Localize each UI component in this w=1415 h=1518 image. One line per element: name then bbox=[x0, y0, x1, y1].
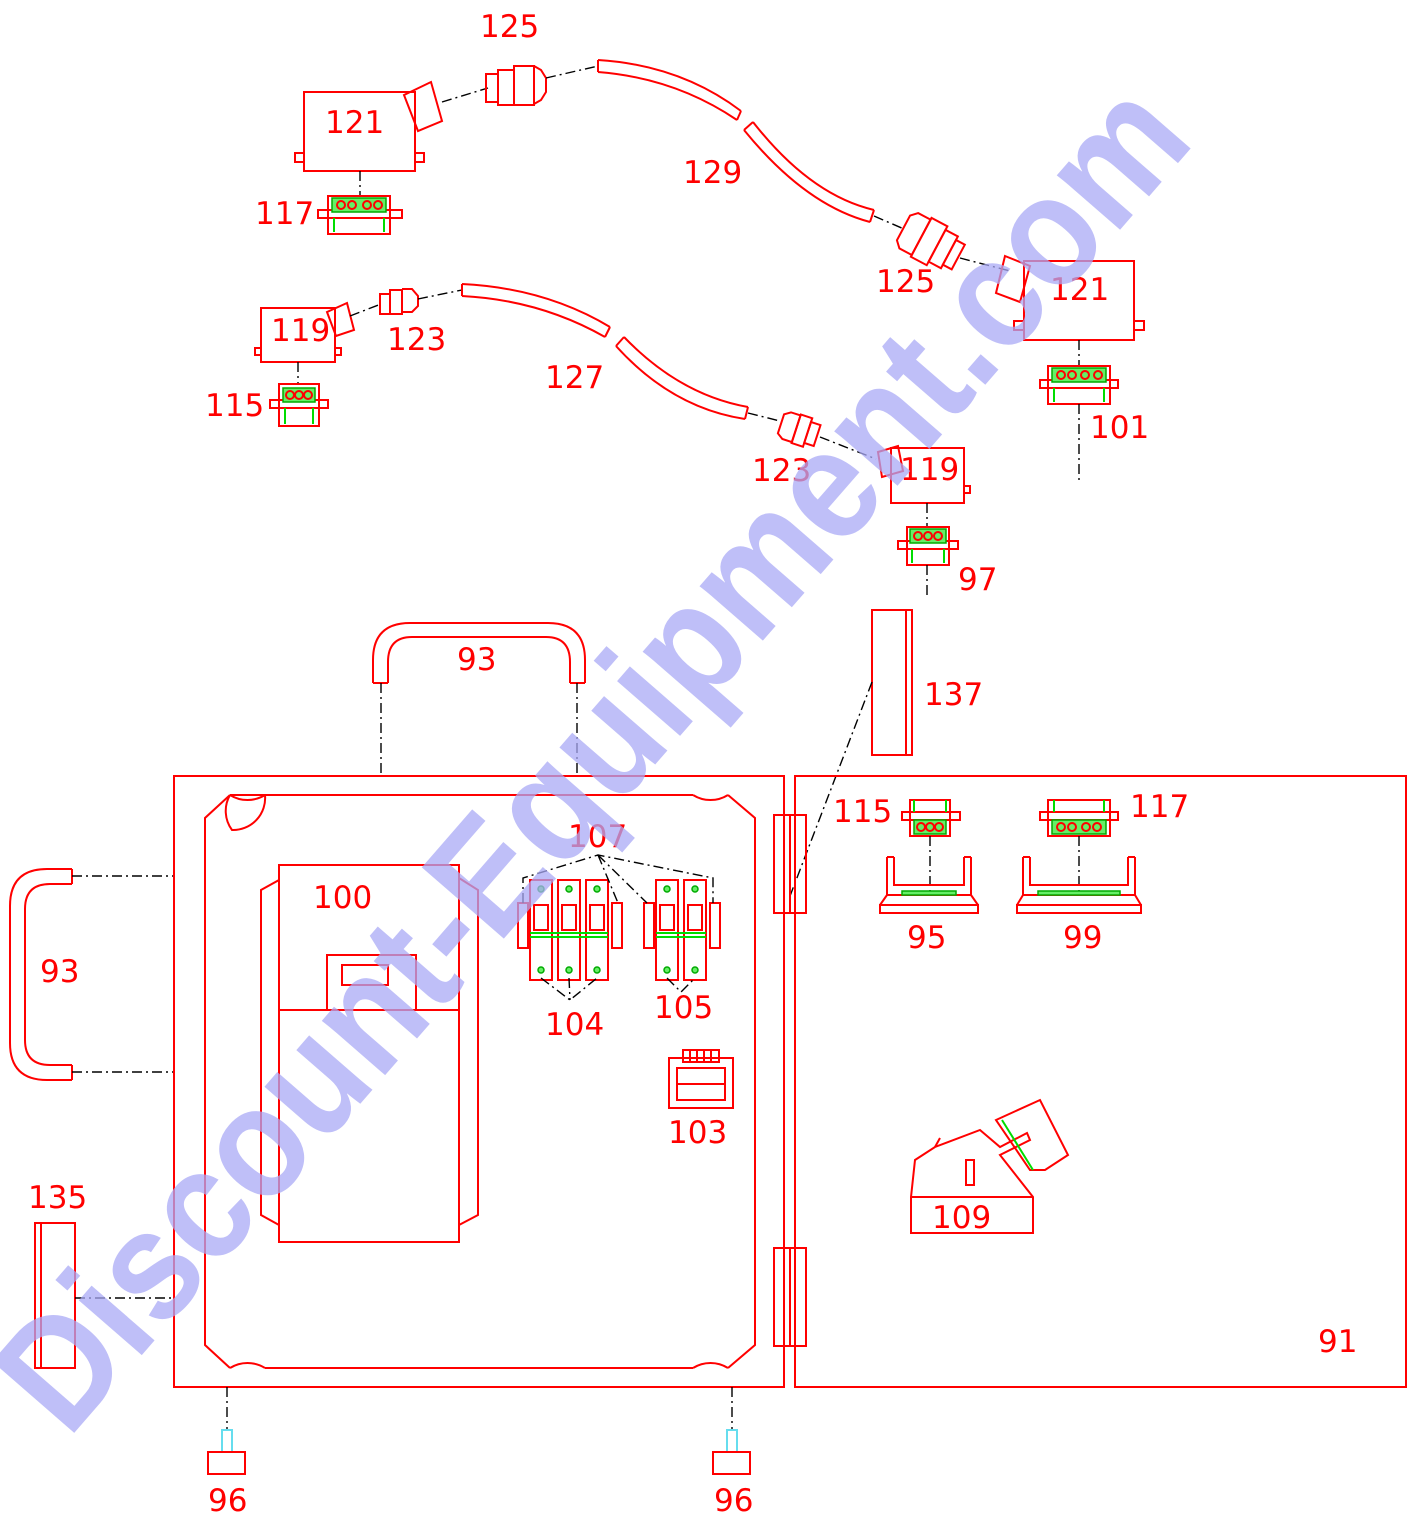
label-101: 101 bbox=[1090, 410, 1149, 446]
watermark: Discount-Equipment.com bbox=[0, 49, 1222, 1463]
label-91: 91 bbox=[1318, 1324, 1357, 1360]
label-105: 105 bbox=[654, 990, 713, 1026]
connector-insert-115-door bbox=[901, 799, 961, 837]
circuit-breakers-104 bbox=[517, 879, 623, 981]
label-119-left: 119 bbox=[271, 313, 330, 349]
leader-123-to-cable bbox=[417, 289, 463, 300]
hinge-upper bbox=[773, 814, 807, 914]
transformer-103 bbox=[668, 1049, 734, 1109]
label-117-door: 117 bbox=[1130, 789, 1189, 825]
circuit-breakers-105 bbox=[643, 879, 721, 981]
leader-cable-to-123b bbox=[747, 412, 781, 422]
connector-insert-117 bbox=[317, 195, 403, 235]
label-97: 97 bbox=[958, 562, 997, 598]
label-119-right: 119 bbox=[900, 452, 959, 488]
hinge-lower bbox=[773, 1247, 807, 1347]
label-127: 127 bbox=[545, 360, 604, 396]
connector-insert-101 bbox=[1039, 365, 1119, 405]
connector-base-99 bbox=[1016, 856, 1142, 914]
cable-gland-123-upper bbox=[379, 288, 419, 315]
leader-104 bbox=[540, 977, 598, 1001]
cable-127 bbox=[461, 283, 749, 420]
label-115-door: 115 bbox=[833, 794, 892, 830]
label-104: 104 bbox=[545, 1007, 604, 1043]
label-125-upper: 125 bbox=[480, 9, 539, 45]
label-121-right: 121 bbox=[1050, 272, 1109, 308]
door-91 bbox=[794, 775, 1407, 1388]
label-95: 95 bbox=[907, 920, 946, 956]
label-137: 137 bbox=[924, 677, 983, 713]
door-seal-135 bbox=[34, 1222, 76, 1369]
leader-121-to-125 bbox=[441, 87, 489, 103]
leader-cable-to-125b bbox=[873, 215, 905, 230]
label-115-left: 115 bbox=[205, 388, 264, 424]
leader-105 bbox=[666, 977, 696, 993]
connector-insert-115 bbox=[269, 383, 329, 427]
angled-receptacle-109 bbox=[910, 1098, 1070, 1234]
cable-gland-125-upper bbox=[485, 65, 547, 106]
label-123-upper: 123 bbox=[387, 322, 446, 358]
drive-unit-100 bbox=[260, 864, 479, 1243]
label-123-lower: 123 bbox=[752, 453, 811, 489]
label-121-left: 121 bbox=[325, 105, 384, 141]
label-129: 129 bbox=[683, 155, 742, 191]
label-103: 103 bbox=[668, 1115, 727, 1151]
leader-107 bbox=[522, 854, 714, 904]
label-96-right: 96 bbox=[714, 1483, 753, 1518]
cable-129 bbox=[597, 59, 875, 223]
cable-gland-123-lower bbox=[776, 411, 822, 448]
label-125-lower: 125 bbox=[876, 264, 935, 300]
foot-96-right bbox=[712, 1429, 751, 1475]
connector-base-95 bbox=[879, 856, 979, 914]
label-99: 99 bbox=[1063, 920, 1102, 956]
label-96-left: 96 bbox=[208, 1483, 247, 1518]
connector-insert-97 bbox=[897, 526, 959, 566]
cable-gland-125-lower bbox=[895, 211, 967, 271]
label-135: 135 bbox=[28, 1180, 87, 1216]
connector-insert-117-door bbox=[1039, 799, 1119, 837]
door-seal-137 bbox=[871, 609, 913, 756]
enclosure-body bbox=[173, 775, 785, 1388]
label-100: 100 bbox=[313, 880, 372, 916]
label-109: 109 bbox=[932, 1200, 991, 1236]
foot-96-left bbox=[207, 1429, 246, 1475]
leader-125-to-cable bbox=[545, 65, 599, 79]
label-117-left: 117 bbox=[255, 196, 314, 232]
callout-labels: 125 121 117 129 125 121 119 123 127 115 … bbox=[28, 9, 1357, 1518]
label-107: 107 bbox=[568, 819, 627, 855]
leader-119-to-123 bbox=[349, 303, 382, 317]
label-93-side: 93 bbox=[40, 954, 79, 990]
watermark-text: Discount-Equipment.com bbox=[0, 49, 1222, 1463]
label-93-top: 93 bbox=[457, 642, 496, 678]
leader-137 bbox=[789, 681, 873, 897]
